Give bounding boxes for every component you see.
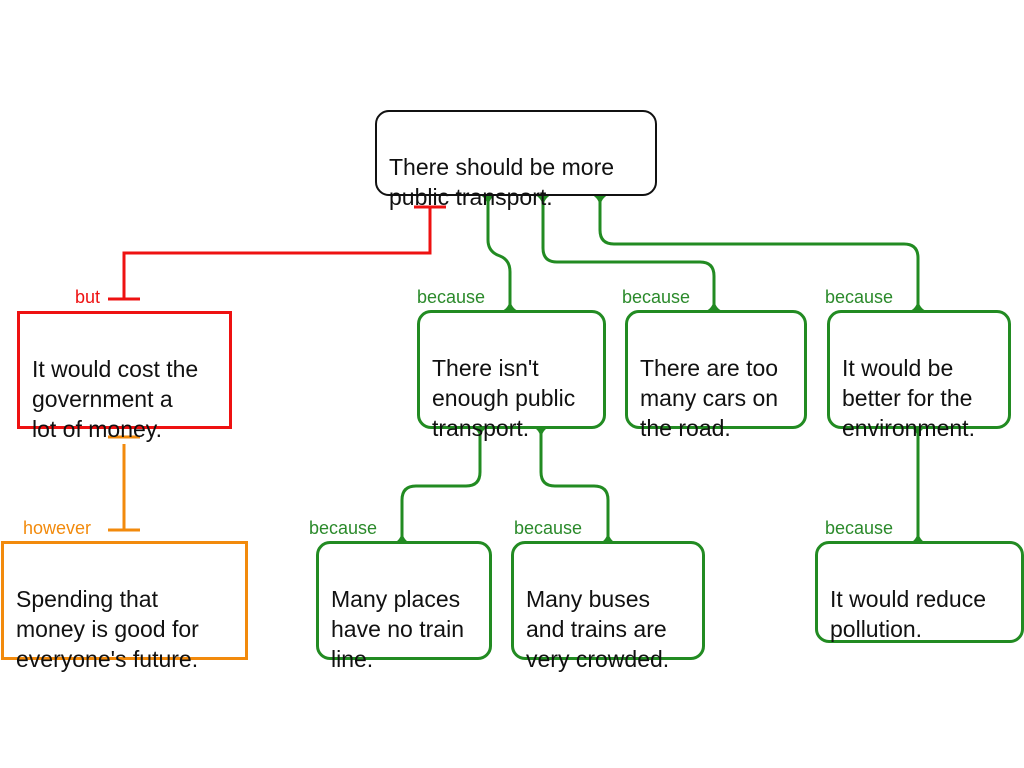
reason-node[interactable]: It would be better for the environment. (827, 310, 1011, 441)
reason-text: There are too many cars on the road. (640, 355, 779, 441)
sub-reason-node[interactable]: Many buses and trains are very crowded. (511, 541, 705, 672)
rebuttal-text: Spending that money is good for everyone… (16, 586, 199, 672)
support-connector (539, 428, 610, 538)
objection-text: It would cost the government a lot of mo… (32, 356, 199, 442)
reason-text: It would be better for the environment. (842, 355, 975, 441)
objection-connector (108, 205, 446, 301)
sub-reason-connector-label: because (514, 518, 583, 538)
reason-node[interactable]: There are too many cars on the road. (625, 310, 807, 441)
support-connector (400, 428, 482, 538)
claim-node[interactable]: There should be more public transport. (375, 110, 657, 210)
objection-node[interactable]: It would cost the government a lot of mo… (17, 311, 232, 442)
sub-reason-text: Many places have no train line. (331, 586, 464, 672)
sub-reason-connector-label: because (825, 518, 894, 538)
reason-connector-label: because (417, 287, 486, 307)
sub-reason-text: Many buses and trains are very crowded. (526, 586, 670, 672)
rebuttal-node[interactable]: Spending that money is good for everyone… (1, 541, 248, 672)
rebuttal-connector-label: however (23, 518, 92, 538)
support-connector (541, 196, 716, 306)
reason-connector-label: because (825, 287, 894, 307)
reason-node[interactable]: There isn't enough public transport. (417, 310, 606, 441)
reason-connector-label: because (622, 287, 691, 307)
sub-reason-node[interactable]: Many places have no train line. (316, 541, 492, 672)
sub-reason-text: It would reduce pollution. (830, 586, 986, 642)
objection-connector-label: but (75, 287, 101, 307)
connector-joints (390, 194, 930, 544)
reason-text: There isn't enough public transport. (432, 355, 576, 441)
sub-reason-connector-label: because (309, 518, 378, 538)
rebuttal-connector (108, 435, 140, 532)
support-connector (598, 196, 920, 306)
sub-reason-node[interactable]: It would reduce pollution. (815, 541, 1024, 643)
support-connector (486, 196, 512, 306)
claim-text: There should be more public transport. (389, 154, 615, 210)
